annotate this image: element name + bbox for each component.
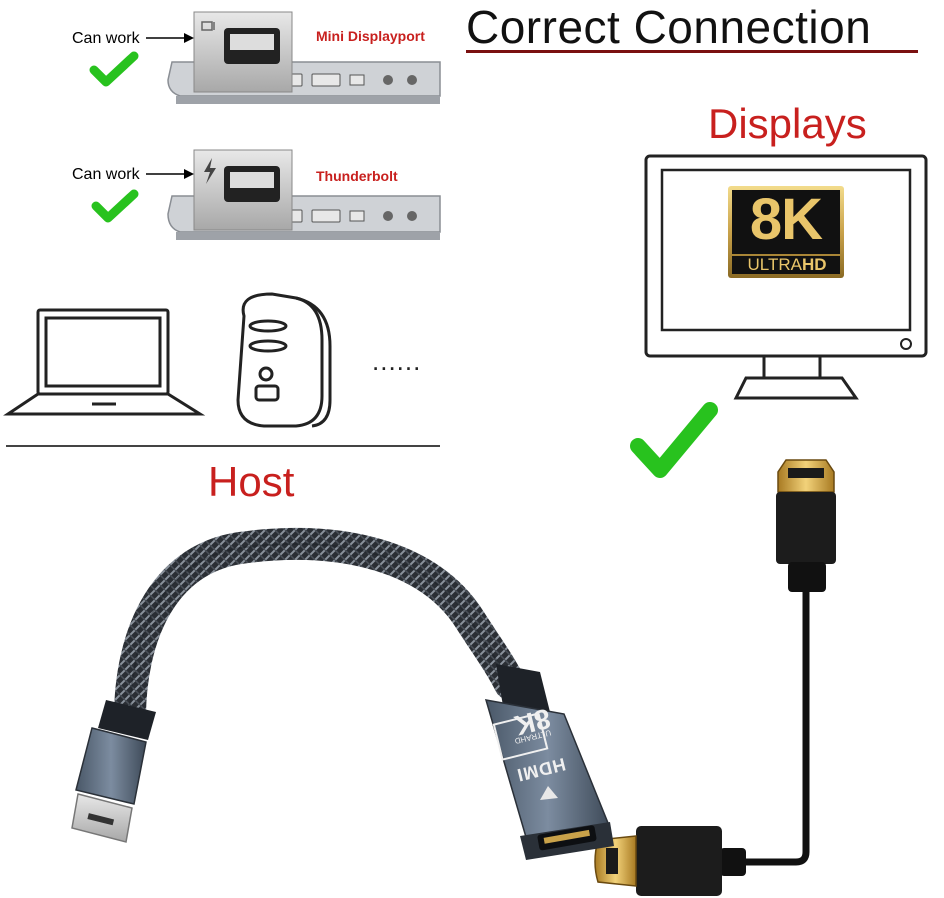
page-title: Correct Connection bbox=[466, 1, 872, 53]
host-label: Host bbox=[208, 458, 295, 505]
check-icon bbox=[630, 402, 718, 478]
port-name-label: Mini Displayport bbox=[316, 28, 425, 44]
port-status-label: Can work bbox=[72, 30, 140, 47]
displays-label: Displays bbox=[708, 100, 867, 147]
display-port-icon bbox=[201, 21, 215, 31]
thunderbolt-icon bbox=[204, 158, 216, 184]
8k-ultrahd-badge bbox=[728, 186, 844, 278]
hdmi-female-adapter bbox=[484, 664, 614, 860]
more-hosts-ellipsis: ...... bbox=[372, 346, 422, 376]
port-name-label: Thunderbolt bbox=[316, 168, 398, 184]
mini-dp-plug bbox=[71, 700, 156, 843]
hdmi-plug-top bbox=[776, 459, 836, 592]
badge-ultra-hd-text: ULTRAHD bbox=[747, 255, 827, 274]
laptop-side-thunderbolt bbox=[167, 149, 441, 240]
adapter-8k-badge bbox=[492, 712, 549, 761]
triangle-icon bbox=[540, 786, 558, 800]
check-icon bbox=[91, 189, 139, 223]
hdmi-plug-bottom bbox=[594, 826, 746, 896]
laptop-side-mini-displayport bbox=[167, 11, 441, 104]
laptop-icon bbox=[3, 308, 206, 416]
badge-8k-text: 8K bbox=[749, 187, 823, 252]
check-icon bbox=[89, 51, 139, 87]
desktop-tower-icon bbox=[236, 292, 332, 428]
title-underline bbox=[466, 50, 918, 53]
braided-cable bbox=[114, 527, 526, 734]
hdmi-cable-wire bbox=[740, 590, 810, 866]
port-status-label: Can work bbox=[72, 166, 140, 183]
